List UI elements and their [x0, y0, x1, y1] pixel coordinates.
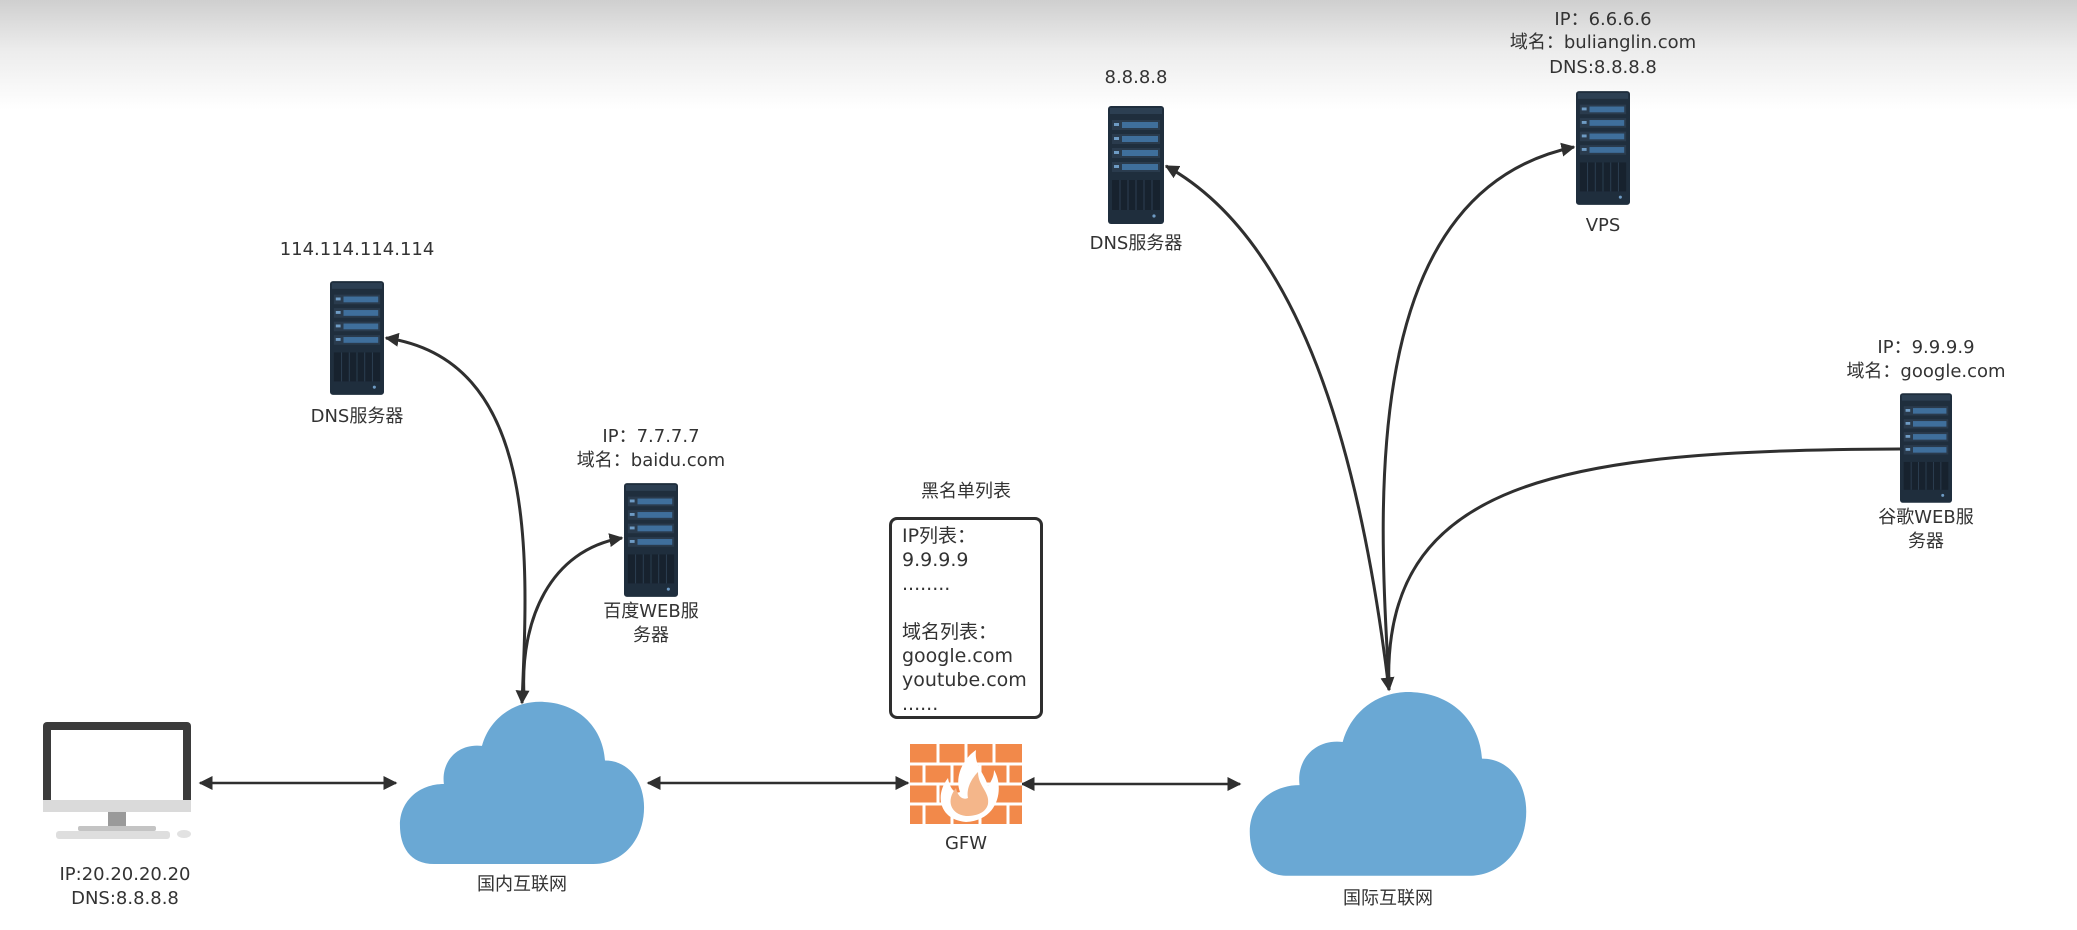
intl-dns-label: DNS服务器 [1089, 233, 1183, 254]
computer-ip-label: IP:20.20.20.20 [59, 864, 191, 885]
blacklist-ip-heading: IP列表： [902, 525, 977, 547]
computer-dns-label: DNS:8.8.8.8 [71, 888, 179, 909]
baidu-ip-label: IP：7.7.7.7 [602, 426, 700, 447]
vps-label: VPS [1585, 215, 1621, 236]
baidu-server-icon [624, 482, 678, 598]
vps-dns-label: DNS:8.8.8.8 [1549, 57, 1657, 78]
blacklist-box: IP列表： 9.9.9.9 ........ 域名列表： google.com … [889, 517, 1043, 719]
connectors [198, 142, 1901, 791]
top-shadow [0, 0, 2077, 110]
firewall-icon [910, 744, 1022, 824]
vps-domain-label: 域名：bulianglin.com [1509, 32, 1697, 53]
domestic-internet-label: 国内互联网 [477, 874, 567, 895]
blacklist-title: 黑名单列表 [921, 481, 1011, 502]
blacklist-domain-entry: youtube.com [902, 669, 1027, 691]
domestic-dns-label: DNS服务器 [310, 406, 404, 427]
domestic-dns-address: 114.114.114.114 [279, 239, 435, 260]
international-cloud-icon [1249, 692, 1527, 876]
vps-server-icon [1576, 90, 1630, 206]
blacklist-ip-more: ........ [902, 573, 951, 595]
intl-dns-address: 8.8.8.8 [1104, 67, 1168, 88]
arrow-intl-dns [1164, 164, 1395, 692]
vps-ip-label: IP：6.6.6.6 [1554, 9, 1652, 30]
blacklist-domain-heading: 域名列表： [902, 621, 998, 643]
arrow-vps [1381, 142, 1576, 681]
baidu-domain-label: 域名：baidu.com [576, 450, 726, 471]
gfw-label: GFW [944, 833, 988, 854]
blacklist-ip-entry: 9.9.9.9 [902, 549, 969, 571]
arrow-domestic-dns [384, 332, 530, 705]
international-internet-label: 国际互联网 [1343, 888, 1433, 909]
domestic-cloud-icon [399, 701, 645, 865]
blacklist-domain-entry: google.com [902, 645, 1013, 667]
computer-icon [43, 722, 191, 839]
arrow-baidu [522, 533, 624, 696]
google-ip-label: IP：9.9.9.9 [1877, 337, 1975, 358]
blacklist-domain-more: ...... [902, 693, 939, 715]
google-server-icon [1900, 392, 1952, 504]
google-domain-label: 域名：google.com [1846, 361, 2006, 382]
intl-dns-server-icon [1108, 106, 1164, 224]
google-server-label: 谷歌WEB服务器 [1878, 507, 1974, 552]
baidu-server-label: 百度WEB服务器 [603, 601, 699, 646]
domestic-dns-server-icon [330, 280, 384, 396]
blacklist-spacer [902, 596, 1030, 620]
arrow-google [1387, 447, 1901, 691]
